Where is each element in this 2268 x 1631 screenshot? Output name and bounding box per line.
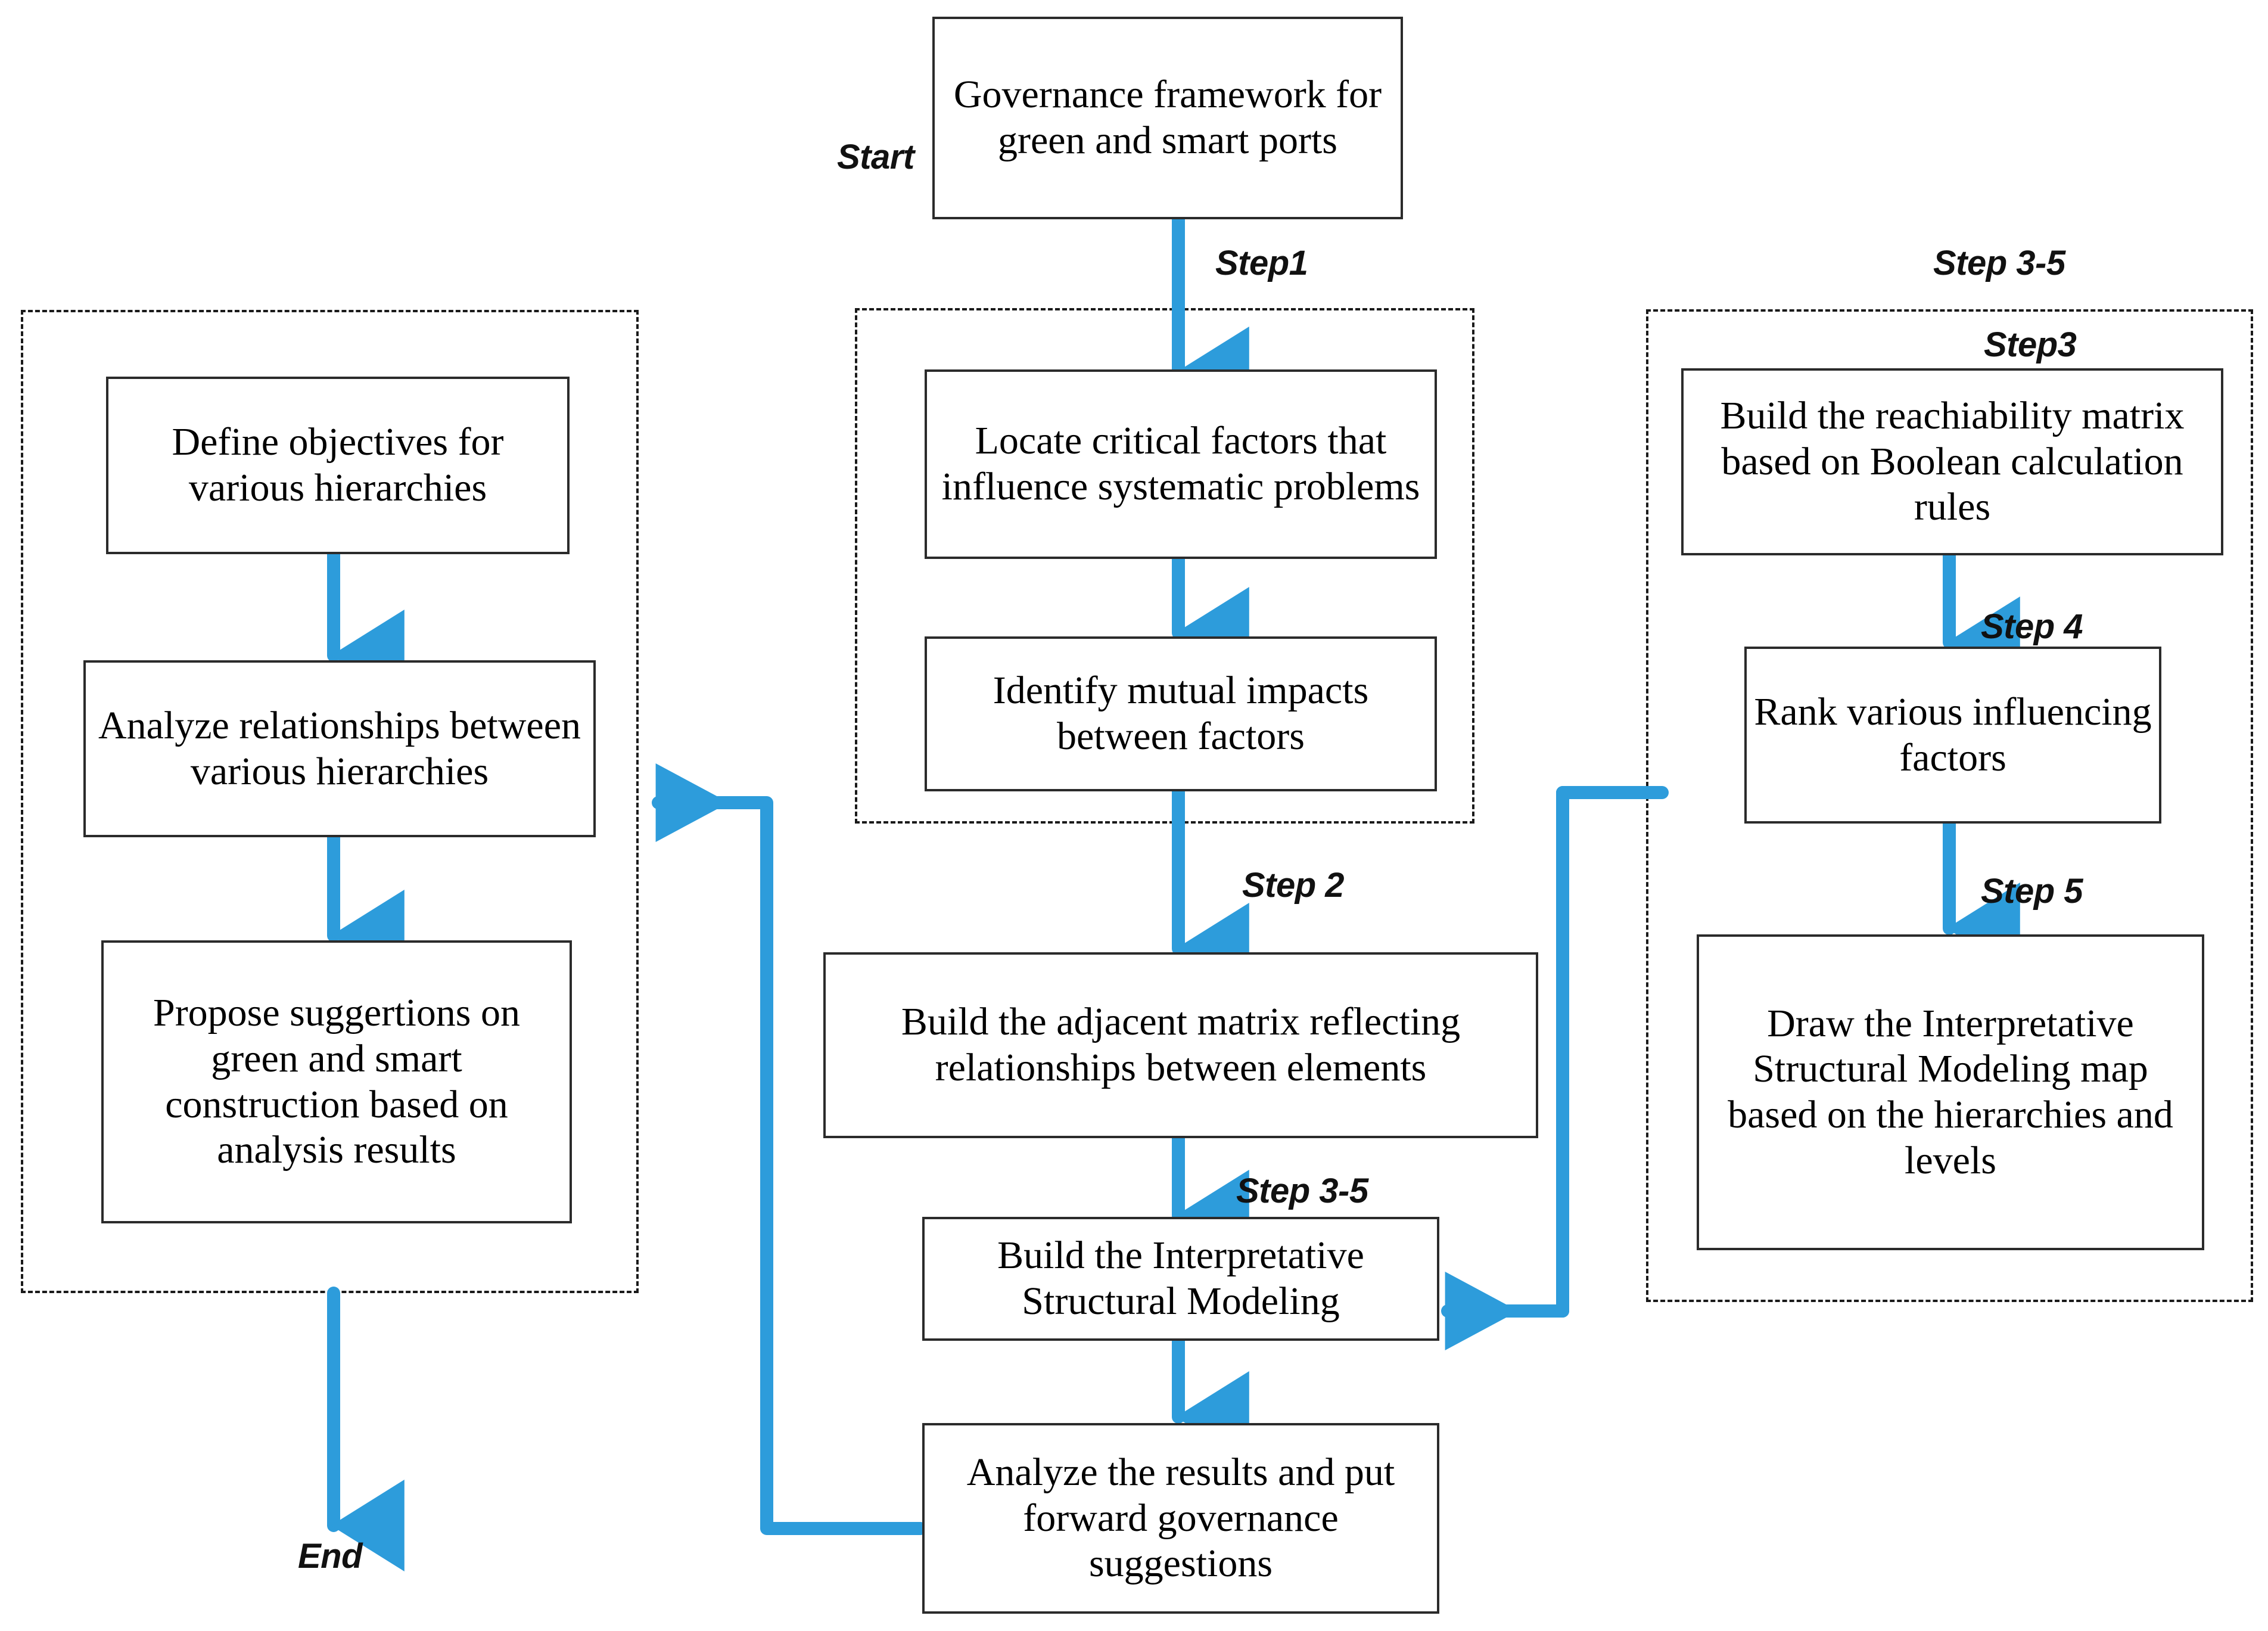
node-analyze-relationships[interactable]: Analyze relationships between various hi… [83, 660, 596, 837]
node-governance-framework[interactable]: Governance framework for green and smart… [932, 17, 1403, 219]
node-adjacent-matrix[interactable]: Build the adjacent matrix reflecting rel… [823, 952, 1538, 1138]
node-identify-mutual-impacts-label: Identify mutual impacts between factors [993, 669, 1369, 758]
node-reachability-matrix[interactable]: Build the reachiability matrix based on … [1681, 368, 2223, 555]
node-analyze-results-label: Analyze the results and put forward gove… [966, 1450, 1395, 1586]
node-propose-suggestions-label: Propose suggertions on green and smart c… [153, 991, 520, 1172]
node-analyze-relationships-label: Analyze relationships between various hi… [98, 703, 581, 793]
label-start: Start [837, 138, 914, 176]
label-step1: Step1 [1215, 244, 1308, 282]
label-step3-5-right: Step 3-5 [1933, 244, 2065, 282]
label-step3-5-middle: Step 3-5 [1236, 1172, 1368, 1210]
node-propose-suggestions[interactable]: Propose suggertions on green and smart c… [101, 940, 572, 1223]
node-build-ism-label: Build the Interpretative Structural Mode… [997, 1234, 1364, 1323]
node-build-ism[interactable]: Build the Interpretative Structural Mode… [922, 1217, 1439, 1341]
label-step4: Step 4 [1981, 607, 2083, 646]
node-define-objectives[interactable]: Define objectives for various hierarchie… [106, 377, 570, 554]
node-rank-factors-label: Rank various influencing factors [1754, 689, 2152, 779]
node-locate-critical-factors-label: Locate critical factors that influence s… [941, 419, 1420, 508]
node-draw-ism-map[interactable]: Draw the Interpretative Structural Model… [1697, 934, 2204, 1250]
node-identify-mutual-impacts[interactable]: Identify mutual impacts between factors [925, 636, 1437, 791]
node-analyze-results[interactable]: Analyze the results and put forward gove… [922, 1423, 1439, 1614]
node-define-objectives-label: Define objectives for various hierarchie… [172, 420, 504, 510]
node-locate-critical-factors[interactable]: Locate critical factors that influence s… [925, 369, 1437, 559]
label-step2: Step 2 [1242, 866, 1345, 905]
group-middle-step1 [855, 308, 1474, 824]
label-step3: Step3 [1984, 325, 2077, 364]
node-draw-ism-map-label: Draw the Interpretative Structural Model… [1728, 1001, 2173, 1182]
label-end: End [298, 1537, 363, 1576]
label-step5: Step 5 [1981, 872, 2083, 911]
node-reachability-matrix-label: Build the reachiability matrix based on … [1720, 394, 2185, 529]
node-rank-factors[interactable]: Rank various influencing factors [1744, 647, 2161, 824]
node-adjacent-matrix-label: Build the adjacent matrix reflecting rel… [901, 1000, 1461, 1089]
node-governance-framework-label: Governance framework for green and smart… [953, 73, 1382, 162]
